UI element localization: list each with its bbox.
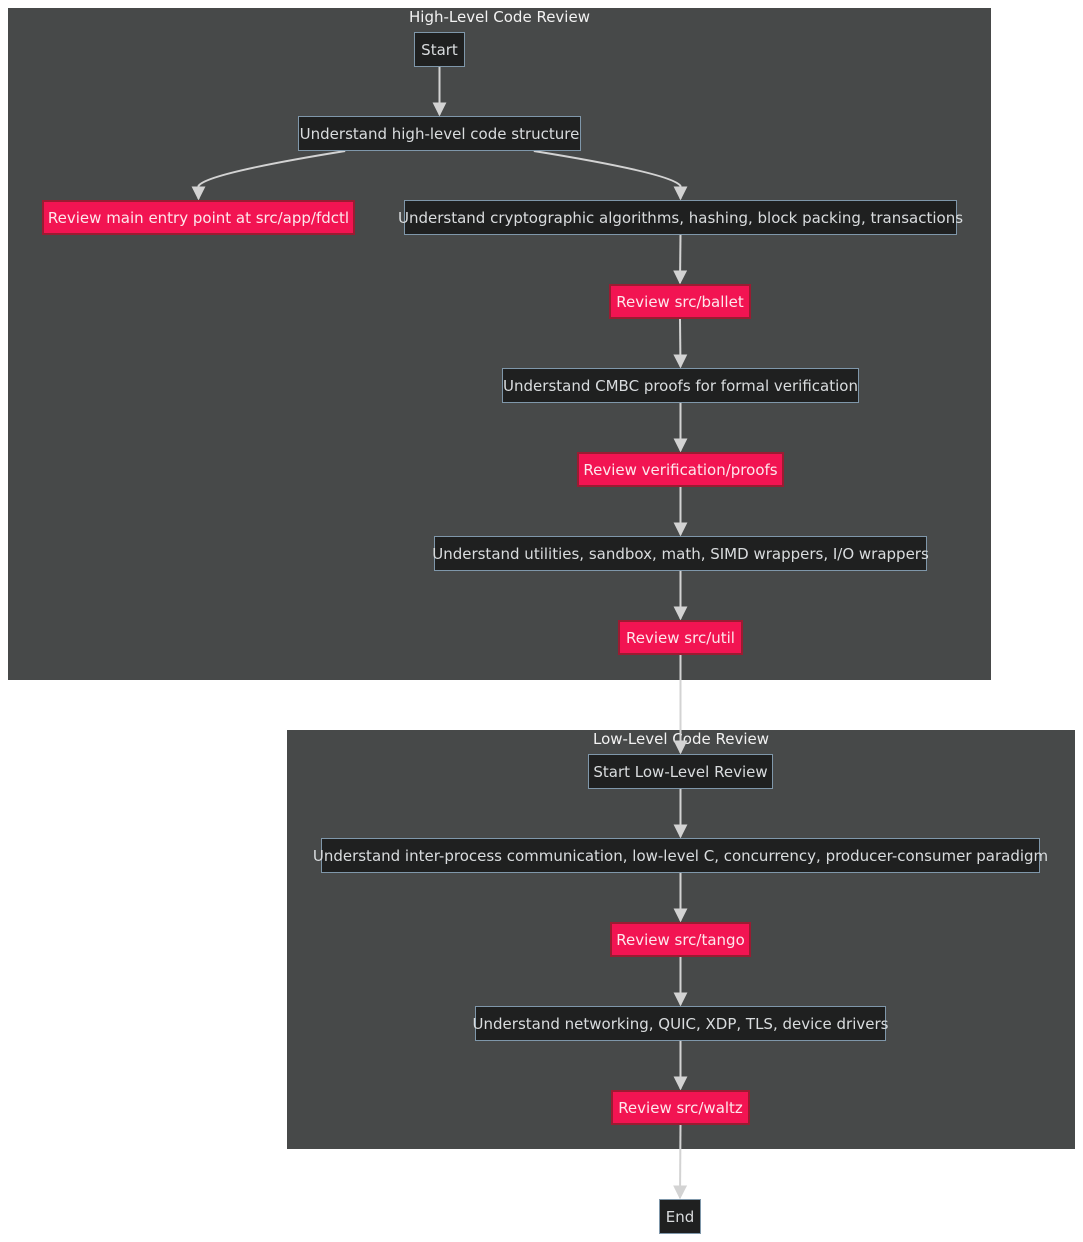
node-review-fdctl[interactable]: Review main entry point at src/app/fdctl bbox=[42, 200, 355, 235]
node-start[interactable]: Start bbox=[414, 32, 465, 67]
node-understand-crypto[interactable]: Understand cryptographic algorithms, has… bbox=[398, 200, 963, 235]
node-understand-cmbc-proofs[interactable]: Understand CMBC proofs for formal verifi… bbox=[502, 368, 859, 403]
edge-crypto-to-review_ballet bbox=[673, 234, 688, 285]
node-understand-high-level-structure[interactable]: Understand high-level code structure bbox=[298, 116, 581, 151]
node-review-util[interactable]: Review src/util bbox=[618, 620, 743, 655]
node-review-waltz[interactable]: Review src/waltz bbox=[611, 1090, 750, 1125]
node-review-tango[interactable]: Review src/tango bbox=[610, 922, 751, 957]
node-end[interactable]: End bbox=[659, 1199, 701, 1234]
node-understand-utilities[interactable]: Understand utilities, sandbox, math, SIM… bbox=[432, 536, 929, 571]
edge-hl_structure-to-review_fdctl bbox=[191, 150, 346, 201]
node-review-ballet[interactable]: Review src/ballet bbox=[609, 284, 751, 319]
node-review-proofs[interactable]: Review verification/proofs bbox=[577, 452, 784, 487]
node-understand-ipc[interactable]: Understand inter-process communication, … bbox=[313, 838, 1048, 873]
node-understand-networking[interactable]: Understand networking, QUIC, XDP, TLS, d… bbox=[473, 1006, 888, 1041]
edge-hl_structure-to-crypto bbox=[533, 150, 688, 201]
cluster-title-high-level: High-Level Code Review bbox=[409, 8, 590, 26]
edge-review_ballet-to-cmbc bbox=[673, 318, 688, 369]
node-start-low-level-review[interactable]: Start Low-Level Review bbox=[588, 754, 773, 789]
edge-review_waltz-to-end bbox=[673, 1124, 688, 1200]
